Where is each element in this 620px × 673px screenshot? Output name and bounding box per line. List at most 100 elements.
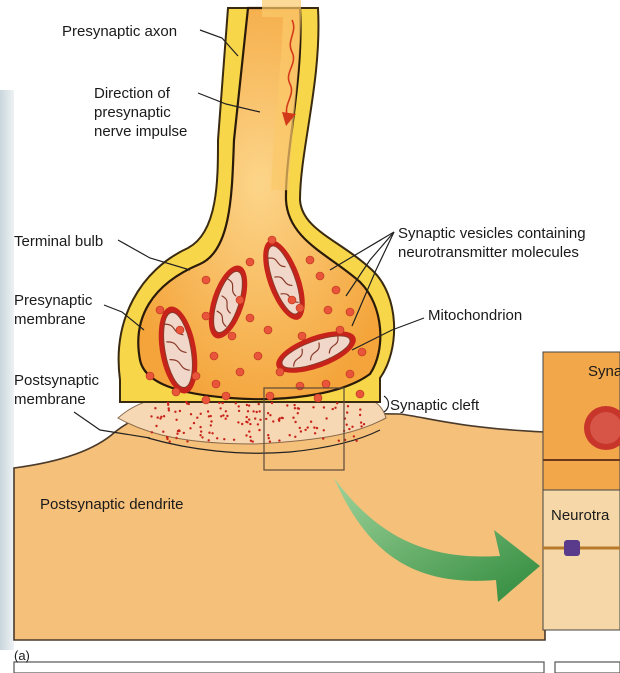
neurotransmitter-dot: [157, 416, 159, 418]
neurotransmitter-dot: [168, 409, 170, 411]
vesicle: [322, 380, 330, 388]
neurotransmitter-dot: [271, 402, 273, 404]
neurotransmitter-dot: [151, 431, 153, 433]
neurotransmitter-dot: [183, 432, 185, 434]
neurotransmitter-dot: [220, 415, 222, 417]
neurotransmitter-dot: [216, 437, 218, 439]
vesicle: [202, 276, 210, 284]
neurotransmitter-dot: [248, 430, 250, 432]
neurotransmitter-dot: [334, 407, 336, 409]
neurotransmitter-dot: [208, 432, 210, 434]
neurotransmitter-dot: [359, 414, 361, 416]
label-synaptic-cleft: Synaptic cleft: [390, 397, 480, 414]
neurotransmitter-dot: [314, 432, 316, 434]
neurotransmitter-dot: [225, 418, 227, 420]
neurotransmitter-dot: [310, 421, 312, 423]
inset-label-bottom: Neurotra: [551, 507, 610, 524]
neurotransmitter-dot: [249, 436, 251, 438]
vesicle: [346, 308, 354, 316]
inset-panel: [543, 352, 620, 630]
neurotransmitter-dot: [298, 408, 300, 410]
neurotransmitter-dot: [200, 430, 202, 432]
vesicle: [266, 392, 274, 400]
neurotransmitter-dot: [186, 440, 188, 442]
vesicle: [358, 348, 366, 356]
vesicle: [306, 256, 314, 264]
neurotransmitter-dot: [174, 411, 176, 413]
caption-frame-right: [555, 662, 620, 673]
vesicle: [156, 306, 164, 314]
vesicle: [264, 326, 272, 334]
neurotransmitter-dot: [210, 424, 212, 426]
neurotransmitter-dot: [245, 434, 247, 436]
neurotransmitter-dot: [348, 428, 350, 430]
vesicle: [246, 314, 254, 322]
vesicle: [346, 370, 354, 378]
neurotransmitter-dot: [257, 423, 259, 425]
neurotransmitter-dot: [246, 416, 248, 418]
neurotransmitter-dot: [210, 415, 212, 417]
neurotransmitter-dot: [222, 414, 224, 416]
neurotransmitter-dot: [294, 421, 296, 423]
neurotransmitter-dot: [223, 438, 225, 440]
neurotransmitter-dot: [211, 432, 213, 434]
neurotransmitter-dot: [225, 410, 227, 412]
neurotransmitter-dot: [359, 408, 361, 410]
caption-frame: [14, 662, 544, 673]
vesicle: [336, 326, 344, 334]
neurotransmitter-dot: [196, 417, 198, 419]
inset-label-top: Syna: [588, 363, 620, 380]
neurotransmitter-dot: [297, 412, 299, 414]
vesicle: [288, 296, 296, 304]
neurotransmitter-dot: [269, 414, 271, 416]
vesicle: [298, 332, 306, 340]
neurotransmitter-dot: [245, 421, 247, 423]
neurotransmitter-dot: [237, 421, 239, 423]
neurotransmitter-dot: [269, 440, 271, 442]
neurotransmitter-dot: [238, 410, 240, 412]
vesicle: [356, 390, 364, 398]
vesicle: [202, 312, 210, 320]
neurotransmitter-dot: [323, 406, 325, 408]
label-postsynaptic-dendrite: Postsynaptic dendrite: [40, 496, 183, 513]
vesicle: [202, 396, 210, 404]
neurotransmitter-dot: [258, 403, 260, 405]
neurotransmitter-dot: [313, 426, 315, 428]
neurotransmitter-dot: [155, 425, 157, 427]
leader-cleft: [384, 396, 389, 412]
neurotransmitter-dot: [268, 437, 270, 439]
label-postsynaptic-membrane-1: Postsynaptic: [14, 372, 100, 389]
label-direction-2: presynaptic: [94, 104, 171, 121]
neurotransmitter-dot: [167, 404, 169, 406]
neurotransmitter-dot: [355, 440, 357, 442]
vesicle: [296, 304, 304, 312]
neurotransmitter-dot: [293, 404, 295, 406]
neurotransmitter-dot: [278, 439, 280, 441]
neurotransmitter-dot: [176, 433, 178, 435]
label-mitochondrion: Mitochondrion: [428, 307, 522, 324]
neurotransmitter-dot: [222, 402, 224, 404]
neurotransmitter-dot: [246, 404, 248, 406]
neurotransmitter-dot: [299, 427, 301, 429]
neurotransmitter-dot: [278, 420, 280, 422]
neurotransmitter-dot: [294, 407, 296, 409]
neurotransmitter-dot: [201, 436, 203, 438]
neurotransmitter-dot: [162, 431, 164, 433]
neurotransmitter-dot: [360, 425, 362, 427]
neurotransmitter-dot: [166, 436, 168, 438]
vesicle: [228, 332, 236, 340]
neurotransmitter-dot: [252, 440, 254, 442]
label-terminal-bulb: Terminal bulb: [14, 233, 103, 250]
postsynaptic-dendrite: [14, 412, 545, 640]
vesicle: [246, 258, 254, 266]
neurotransmitter-dot: [160, 416, 162, 418]
neurotransmitter-dot: [360, 421, 362, 423]
vesicle: [316, 272, 324, 280]
neurotransmitter-dot: [249, 423, 251, 425]
background-edge: [0, 90, 14, 650]
neurotransmitter-dot: [258, 429, 260, 431]
neurotransmitter-dot: [238, 405, 240, 407]
neurotransmitter-dot: [185, 401, 187, 403]
neurotransmitter-dot: [207, 410, 209, 412]
